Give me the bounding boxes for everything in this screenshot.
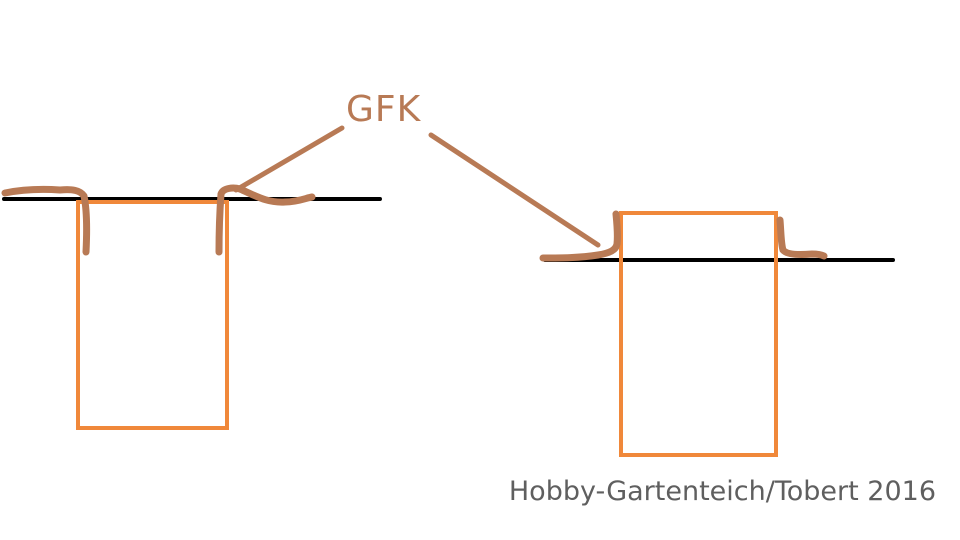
left-container <box>76 200 229 430</box>
right-gfk-left-flange <box>539 210 621 262</box>
right-container <box>619 211 778 457</box>
right-pond-variant <box>539 210 895 457</box>
gfk-callout-line-right <box>428 132 601 248</box>
left-gfk-left-flange <box>1 185 91 256</box>
gfk-callout-line-left <box>233 125 345 193</box>
left-pond-variant <box>1 184 382 430</box>
gfk-label: GFK <box>346 89 422 130</box>
credit-text: Hobby-Gartenteich/Tobert 2016 <box>508 476 936 507</box>
right-gfk-right-flange <box>776 216 828 260</box>
